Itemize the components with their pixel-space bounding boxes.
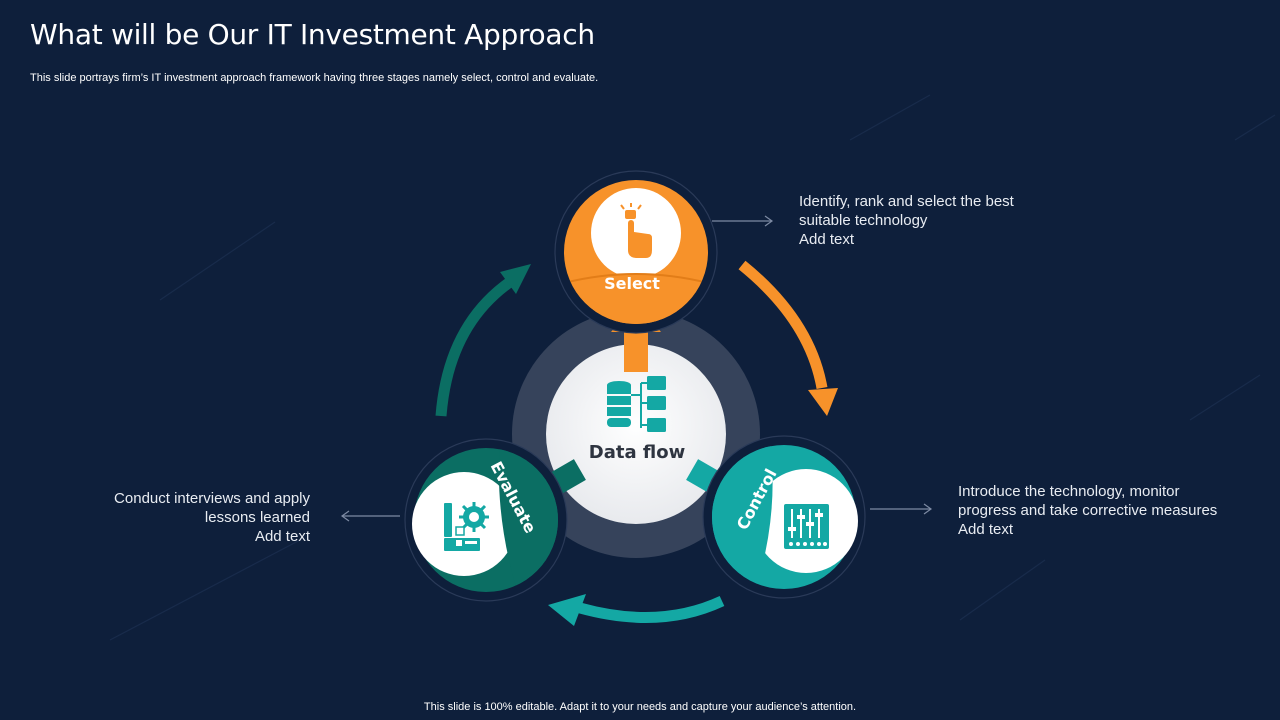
cycle-arrow-control-to-evaluate (548, 594, 725, 626)
connector-select (712, 215, 774, 227)
stage-select-label: Select (604, 274, 660, 293)
select-description: Identify, rank and select the best suita… (799, 192, 1014, 249)
control-description: Introduce the technology, monitor progre… (958, 482, 1217, 539)
description-line: progress and take corrective measures (958, 502, 1218, 519)
stage-evaluate: Evaluate (404, 438, 568, 602)
slide-footer: This slide is 100% editable. Adapt it to… (423, 701, 857, 713)
slide-subtitle: This slide portrays firm’s IT investment… (30, 72, 599, 84)
description-line: Add text (799, 231, 855, 248)
description-line: Conduct interviews and apply (114, 490, 310, 507)
data-flow-icon (607, 376, 666, 432)
gear-checklist-icon (444, 502, 489, 551)
pointer-hand-icon (620, 203, 652, 258)
stage-control: Control (702, 435, 866, 599)
description-line: Add text (958, 521, 1014, 538)
connector-evaluate (340, 510, 400, 522)
cycle-arrow-evaluate-to-select (435, 264, 531, 417)
connector-control (870, 503, 933, 515)
center-circle (546, 344, 726, 524)
description-line: suitable technology (799, 212, 928, 229)
cycle-arrow-select-to-control (738, 260, 838, 416)
slide-title: What will be Our IT Investment Approach (30, 18, 595, 51)
description-line: lessons learned (204, 509, 310, 526)
center-label: Data flow (589, 442, 685, 463)
description-line: Add text (254, 528, 310, 545)
mixer-sliders-icon (784, 504, 829, 549)
description-line: Introduce the technology, monitor (958, 483, 1180, 500)
description-line: Identify, rank and select the best (799, 193, 1014, 210)
stage-select: Select (554, 170, 718, 334)
evaluate-description: Conduct interviews and apply lessons lea… (60, 489, 310, 546)
